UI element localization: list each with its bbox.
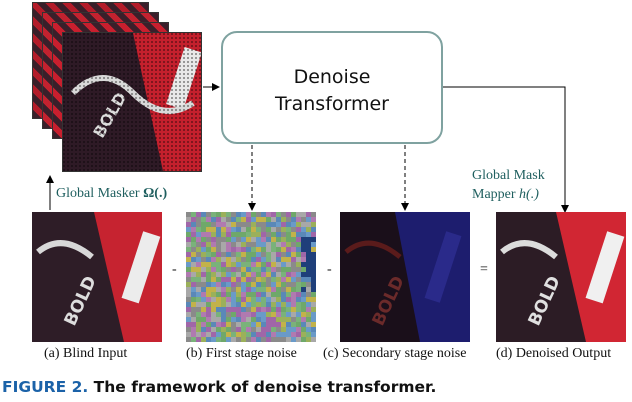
- figure-number: FIGURE 2.: [2, 378, 89, 396]
- denoised-output-image: BOLD: [496, 212, 626, 342]
- masked-patch-4: BOLD: [62, 32, 202, 172]
- mapper-text: Mapper: [472, 187, 520, 202]
- denoise-transformer-box: Denoise Transformer: [221, 31, 443, 144]
- blind-input-image: BOLD: [32, 212, 162, 342]
- operator-minus-1: -: [172, 262, 177, 277]
- global-mask-mapper-label-line2: Mapper h(.): [472, 187, 539, 203]
- box-title-line1: Denoise: [293, 66, 371, 88]
- global-masker-label: Global Masker Ω(.): [56, 186, 167, 202]
- stage-label-first-noise: (b) First stage noise: [186, 346, 297, 361]
- stage-label-denoised-output: (d) Denoised Output: [496, 346, 612, 361]
- global-masker-symbol: Ω(.): [143, 186, 168, 201]
- global-masker-text: Global Masker: [56, 186, 144, 201]
- arrow-box-to-output: [443, 86, 569, 213]
- first-stage-noise-image: [186, 212, 316, 342]
- stage-label-blind-input: (a) Blind Input: [44, 346, 128, 361]
- box-title-line2: Transformer: [274, 93, 389, 115]
- global-mask-mapper-label-line1: Global Mask: [472, 168, 545, 183]
- operator-equals: =: [480, 262, 488, 277]
- figure-caption: FIGURE 2. The framework of denoise trans…: [2, 378, 436, 396]
- stage-label-secondary-noise: (c) Secondary stage noise: [323, 346, 467, 361]
- operator-minus-2: -: [327, 262, 332, 277]
- figure-caption-text: The framework of denoise transformer.: [93, 378, 437, 396]
- mapper-symbol: h(.): [519, 187, 539, 202]
- secondary-stage-noise-image: BOLD: [340, 212, 470, 342]
